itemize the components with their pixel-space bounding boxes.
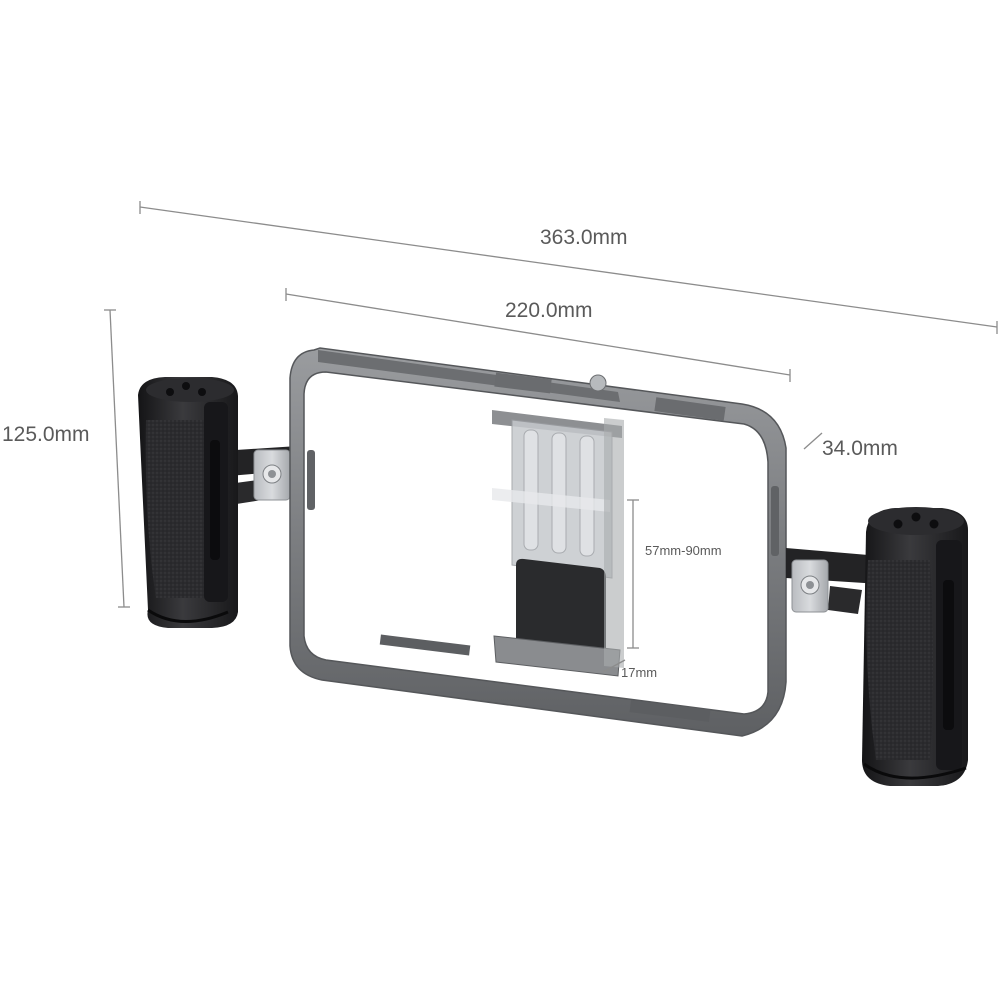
cage-width-dimension: 220.0mm: [285, 288, 791, 382]
height-line: [109, 309, 125, 608]
depth-line: [803, 432, 823, 450]
depth-dimension: 34.0mm: [803, 432, 898, 460]
top-thumb-screw: [589, 374, 607, 392]
left-grip: [138, 377, 238, 628]
cage-width-line: [285, 293, 791, 376]
overall-width-line: [139, 206, 998, 328]
cage-outer: [289, 347, 787, 737]
left-handle: [138, 377, 298, 628]
bottom-clearance-label: 17mm: [621, 665, 657, 680]
depth-label: 34.0mm: [822, 437, 898, 460]
overall-width-label: 363.0mm: [540, 226, 628, 249]
right-grip-screw-hole: [893, 519, 903, 529]
height-label: 125.0mm: [2, 423, 90, 446]
phone-width-label: 57mm-90mm: [645, 543, 722, 558]
right-handle: [786, 507, 968, 786]
height-dimension: 125.0mm: [2, 309, 130, 608]
cage-width-label: 220.0mm: [505, 299, 593, 322]
clamp-bottom-lip: [493, 635, 621, 677]
phone-width-dimension: 57mm-90mm: [627, 499, 722, 649]
phone-cage-frame: [289, 347, 787, 737]
right-rosette-clamp: [791, 559, 829, 613]
left-rosette-clamp: [253, 449, 291, 501]
bottom-clearance-dimension: 17mm: [602, 659, 657, 680]
left-grip-screw-hole: [166, 388, 174, 396]
right-grip: [862, 507, 968, 786]
phone-clamp: [492, 410, 624, 677]
clamp-pad: [516, 558, 606, 650]
top-cold-shoe: [494, 372, 552, 394]
overall-width-dimension: 363.0mm: [139, 201, 998, 334]
